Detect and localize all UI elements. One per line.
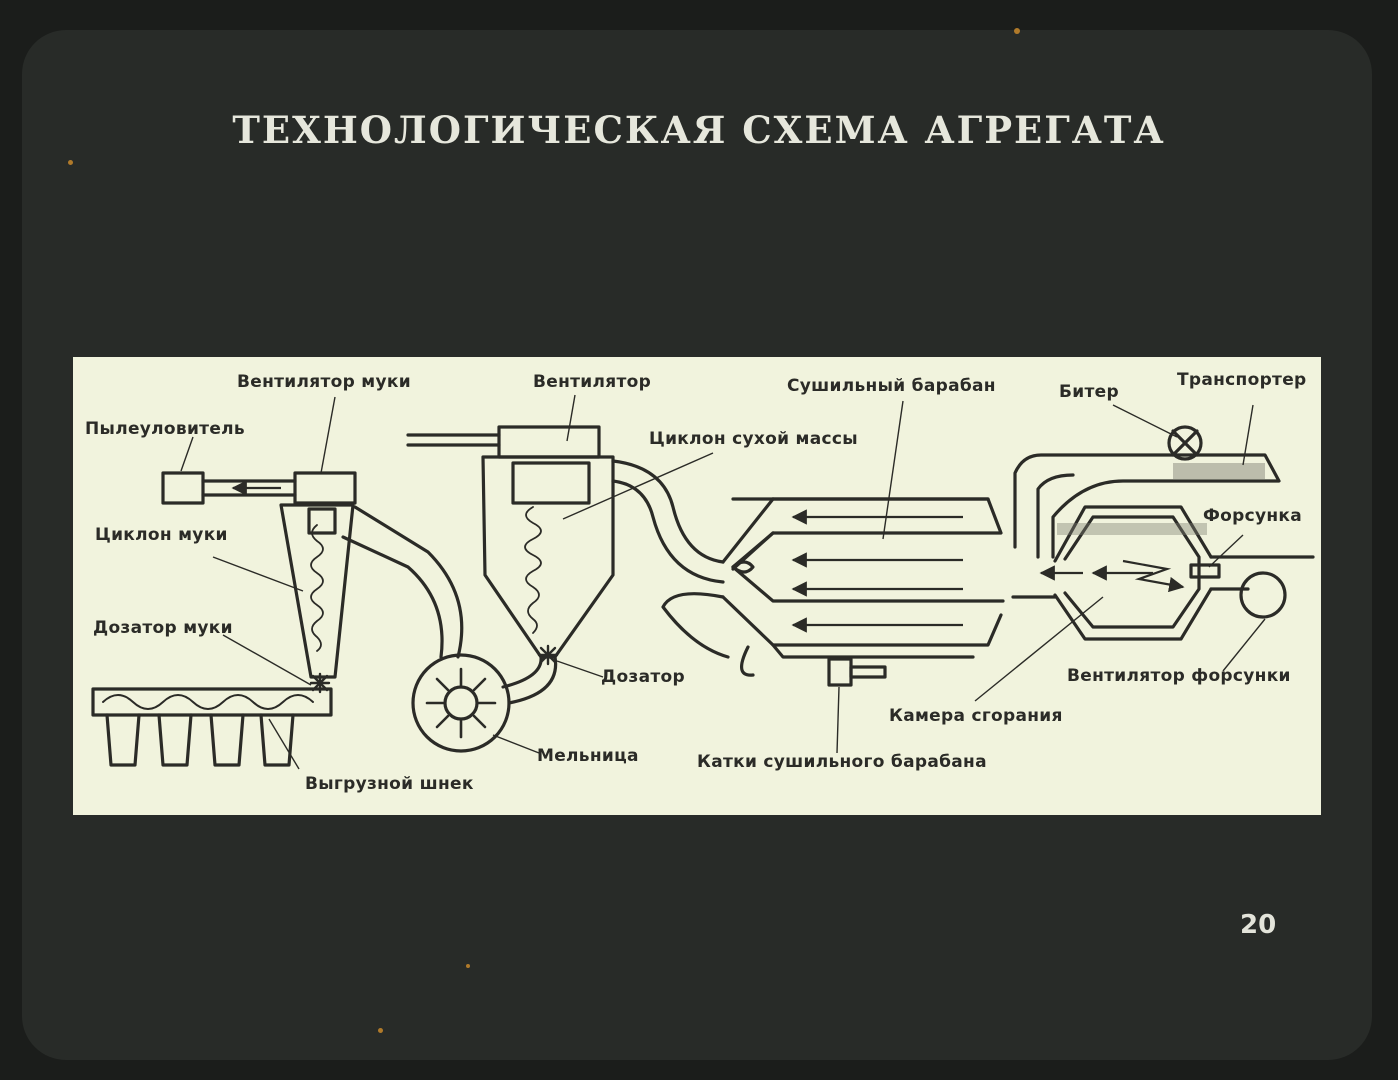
label-combustion-chamber: Камера сгорания — [889, 706, 1063, 726]
label-discharge-screw: Выгрузной шнек — [305, 774, 474, 794]
slide-title: ТЕХНОЛОГИЧЕСКАЯ СХЕМА АГРЕГАТА — [232, 108, 1166, 152]
film-speck — [466, 964, 470, 968]
nozzle — [1189, 563, 1221, 579]
nozzle-fan — [1239, 571, 1287, 619]
feed-hopper — [1013, 453, 1281, 559]
drying-drum — [731, 497, 1005, 603]
fan-box — [497, 425, 601, 459]
label-conveyor: Транспортер — [1177, 370, 1307, 390]
label-fan: Вентилятор — [533, 372, 652, 392]
discharge-screw-trough — [91, 687, 333, 717]
drum-roller — [827, 657, 853, 687]
flour-fan-box — [293, 471, 357, 505]
label-mill: Мельница — [537, 746, 639, 766]
label-beater: Битер — [1059, 382, 1119, 402]
return-duct — [611, 459, 725, 564]
label-drying-drum: Сушильный барабан — [787, 376, 996, 396]
chute-1 — [105, 713, 141, 767]
label-nozzle-fan: Вентилятор форсунки — [1067, 666, 1291, 686]
label-dry-mass-cyclone: Циклон сухой массы — [649, 429, 858, 449]
flour-cyclone-coil — [310, 524, 324, 652]
flour-cyclone — [279, 503, 355, 679]
dust-collector-box — [161, 471, 205, 505]
label-flour-fan: Вентилятор муки — [237, 372, 411, 392]
combustion-chamber — [1063, 515, 1201, 629]
mill-duct — [353, 505, 464, 659]
label-drum-rollers: Катки сушильного барабана — [697, 752, 987, 772]
film-speck — [1014, 28, 1020, 34]
label-nozzle: Форсунка — [1203, 506, 1303, 526]
chute-4 — [259, 713, 295, 767]
dispenser-star — [537, 644, 559, 666]
label-dust-collector: Пылеуловитель — [85, 419, 245, 439]
page-number: 20 — [1240, 910, 1277, 940]
label-dispenser: Дозатор — [601, 667, 685, 687]
beater — [1167, 425, 1203, 461]
chute-2 — [157, 713, 193, 767]
process-diagram: Вентилятор муки Пылеуловитель Циклон мук… — [73, 357, 1321, 815]
film-speck — [378, 1028, 383, 1033]
diagram-drawing — [91, 394, 1315, 770]
mill-rotor — [443, 685, 479, 721]
film-speck — [68, 160, 73, 165]
dry-mass-cyclone — [481, 455, 615, 659]
label-flour-dispenser: Дозатор муки — [93, 618, 233, 638]
label-flour-cyclone: Циклон муки — [95, 525, 228, 545]
chute-3 — [209, 713, 245, 767]
